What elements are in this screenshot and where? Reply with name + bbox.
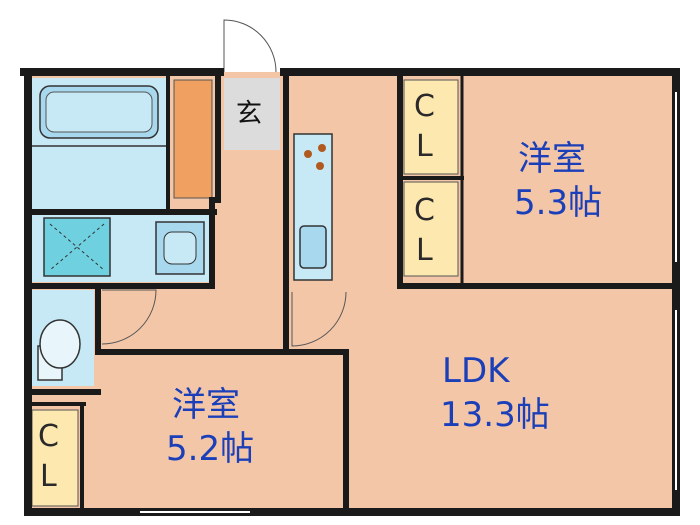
western-room-right-floor xyxy=(466,76,672,288)
bathtub-inner xyxy=(45,91,153,133)
burner-1 xyxy=(304,150,312,158)
labels: 玄 洋室 5.3帖 洋室 5.2帖 LDK 13.3帖 C L C L C L xyxy=(38,89,602,494)
western-room-left-size: 5.2帖 xyxy=(166,429,254,469)
entrance-door-swing xyxy=(223,19,277,73)
western-room-right-name: 洋室 xyxy=(518,139,586,179)
windows xyxy=(140,92,677,513)
genkan-label: 玄 xyxy=(236,99,262,129)
vanity-basin xyxy=(163,231,197,265)
closet-upper-c: C xyxy=(414,89,435,124)
western-room-left-name: 洋室 xyxy=(172,385,240,425)
closet-left-l: L xyxy=(40,459,57,494)
closet-lower-c: C xyxy=(414,193,435,228)
closet-lower-l: L xyxy=(416,233,433,268)
burner-2 xyxy=(318,144,326,152)
closets xyxy=(31,79,459,507)
kitchen xyxy=(299,144,327,269)
western-room-right-size: 5.3帖 xyxy=(514,183,602,223)
closet-upper-l: L xyxy=(416,129,433,164)
shoe-storage xyxy=(173,79,213,199)
toilet-door-swing xyxy=(101,289,157,345)
toilet-bowl xyxy=(39,319,81,369)
door-swings xyxy=(101,19,347,347)
genkan-floor xyxy=(224,78,280,150)
closet-lower-right xyxy=(403,181,459,277)
closet-left-c: C xyxy=(38,419,59,454)
kitchen-sink xyxy=(299,225,327,269)
burner-3 xyxy=(316,162,324,170)
ldk-door-swing xyxy=(291,291,347,347)
bath-fixtures xyxy=(32,85,205,381)
closet-left xyxy=(31,409,79,507)
closet-upper-right xyxy=(403,79,459,175)
western-room-left-floor xyxy=(84,356,344,506)
ldk-size: 13.3帖 xyxy=(440,395,550,435)
ldk-name: LDK xyxy=(442,351,511,391)
